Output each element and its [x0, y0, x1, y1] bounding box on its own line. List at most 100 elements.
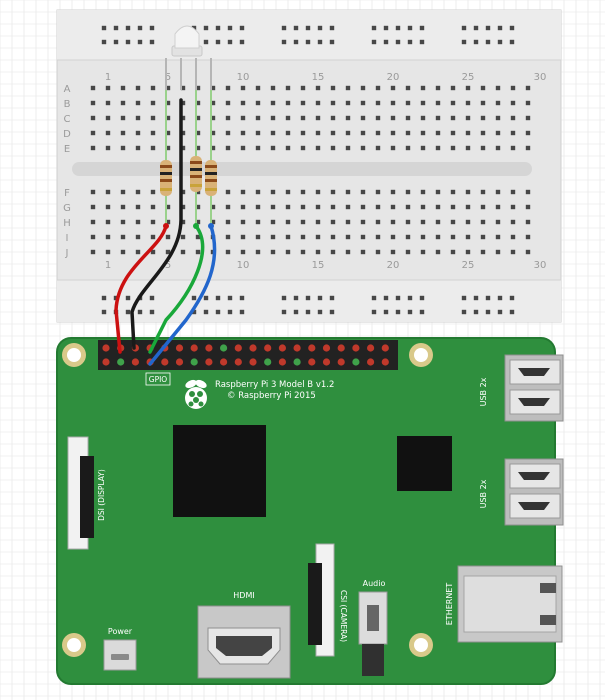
gpio-pin — [381, 344, 389, 352]
gpio-pin — [234, 344, 242, 352]
breadboard-hole — [345, 85, 351, 91]
breadboard-hole — [525, 234, 531, 240]
breadboard-hole — [150, 85, 156, 91]
breadboard-hole — [225, 219, 231, 225]
breadboard-hole — [239, 39, 245, 45]
breadboard-hole — [191, 25, 197, 31]
breadboard-hole — [255, 145, 261, 151]
breadboard-hole — [390, 204, 396, 210]
gpio-pin — [278, 358, 286, 366]
breadboard-hole — [240, 249, 246, 255]
breadboard-hole — [405, 130, 411, 136]
breadboard-hole — [371, 25, 377, 31]
breadboard-hole — [305, 309, 311, 315]
breadboard-hole — [195, 219, 201, 225]
breadboard-hole — [360, 219, 366, 225]
ethernet-port — [457, 565, 563, 643]
breadboard-hole — [435, 189, 441, 195]
breadboard-hole — [390, 85, 396, 91]
wires — [114, 98, 217, 366]
breadboard-hole — [203, 309, 209, 315]
gpio-pin — [131, 358, 139, 366]
gpio-pin — [220, 344, 228, 352]
breadboard-hole — [120, 115, 126, 121]
breadboard-hole — [461, 309, 467, 315]
breadboard-hole — [240, 234, 246, 240]
column-number: 5 — [165, 260, 171, 271]
breadboard-hole — [180, 115, 186, 121]
breadboard-hole — [450, 130, 456, 136]
breadboard-hole — [495, 219, 501, 225]
breadboard-hole — [420, 145, 426, 151]
breadboard-hole — [375, 189, 381, 195]
breadboard-hole — [525, 115, 531, 121]
breadboard-hole — [375, 219, 381, 225]
row-letter: G — [63, 203, 71, 214]
breadboard-hole — [90, 219, 96, 225]
breadboard-hole — [293, 295, 299, 301]
breadboard: 1 5 10 15 20 25 30 1 5 10 15 20 25 30 A … — [56, 9, 562, 323]
breadboard-hole — [480, 234, 486, 240]
breadboard-hole — [285, 145, 291, 151]
breadboard-hole — [227, 309, 233, 315]
breadboard-hole — [150, 219, 156, 225]
breadboard-hole — [165, 145, 171, 151]
breadboard-hole — [461, 39, 467, 45]
gpio-pin — [308, 344, 316, 352]
breadboard-hole — [315, 204, 321, 210]
breadboard-hole — [345, 115, 351, 121]
breadboard-hole — [315, 85, 321, 91]
breadboard-hole — [435, 115, 441, 121]
breadboard-hole — [150, 145, 156, 151]
breadboard-hole — [165, 115, 171, 121]
breadboard-hole — [165, 204, 171, 210]
breadboard-hole — [435, 219, 441, 225]
breadboard-hole — [315, 234, 321, 240]
breadboard-hole — [180, 249, 186, 255]
breadboard-hole — [270, 115, 276, 121]
wire-red — [114, 224, 168, 354]
breadboard-hole — [240, 130, 246, 136]
breadboard-hole — [330, 100, 336, 106]
breadboard-hole — [203, 295, 209, 301]
breadboard-hole — [195, 234, 201, 240]
breadboard-hole — [420, 249, 426, 255]
breadboard-hole — [329, 309, 335, 315]
breadboard-hole — [227, 25, 233, 31]
breadboard-hole — [420, 100, 426, 106]
breadboard-hole — [390, 189, 396, 195]
breadboard-hole — [419, 295, 425, 301]
breadboard-hole — [240, 100, 246, 106]
gpio-pin — [102, 358, 110, 366]
breadboard-hole — [90, 234, 96, 240]
breadboard-hole — [419, 25, 425, 31]
breadboard-hole — [375, 204, 381, 210]
breadboard-hole — [215, 39, 221, 45]
dsi-connector — [67, 436, 94, 550]
breadboard-hole — [180, 204, 186, 210]
breadboard-hole — [510, 189, 516, 195]
breadboard-hole — [375, 85, 381, 91]
breadboard-hole — [390, 145, 396, 151]
breadboard-hole — [101, 309, 107, 315]
breadboard-hole — [215, 25, 221, 31]
gpio-pin — [337, 358, 345, 366]
breadboard-hole — [255, 189, 261, 195]
breadboard-hole — [495, 85, 501, 91]
breadboard-hole — [195, 145, 201, 151]
row-letter: D — [63, 129, 71, 140]
breadboard-hole — [375, 145, 381, 151]
breadboard-hole — [255, 234, 261, 240]
breadboard-hole — [120, 249, 126, 255]
breadboard-hole — [285, 234, 291, 240]
breadboard-hole — [345, 100, 351, 106]
breadboard-hole — [120, 130, 126, 136]
breadboard-hole — [305, 295, 311, 301]
breadboard-hole — [135, 130, 141, 136]
breadboard-hole — [225, 145, 231, 151]
breadboard-hole — [125, 25, 131, 31]
breadboard-hole — [465, 249, 471, 255]
row-letter: I — [66, 233, 69, 244]
breadboard-hole — [497, 39, 503, 45]
breadboard-hole — [510, 219, 516, 225]
